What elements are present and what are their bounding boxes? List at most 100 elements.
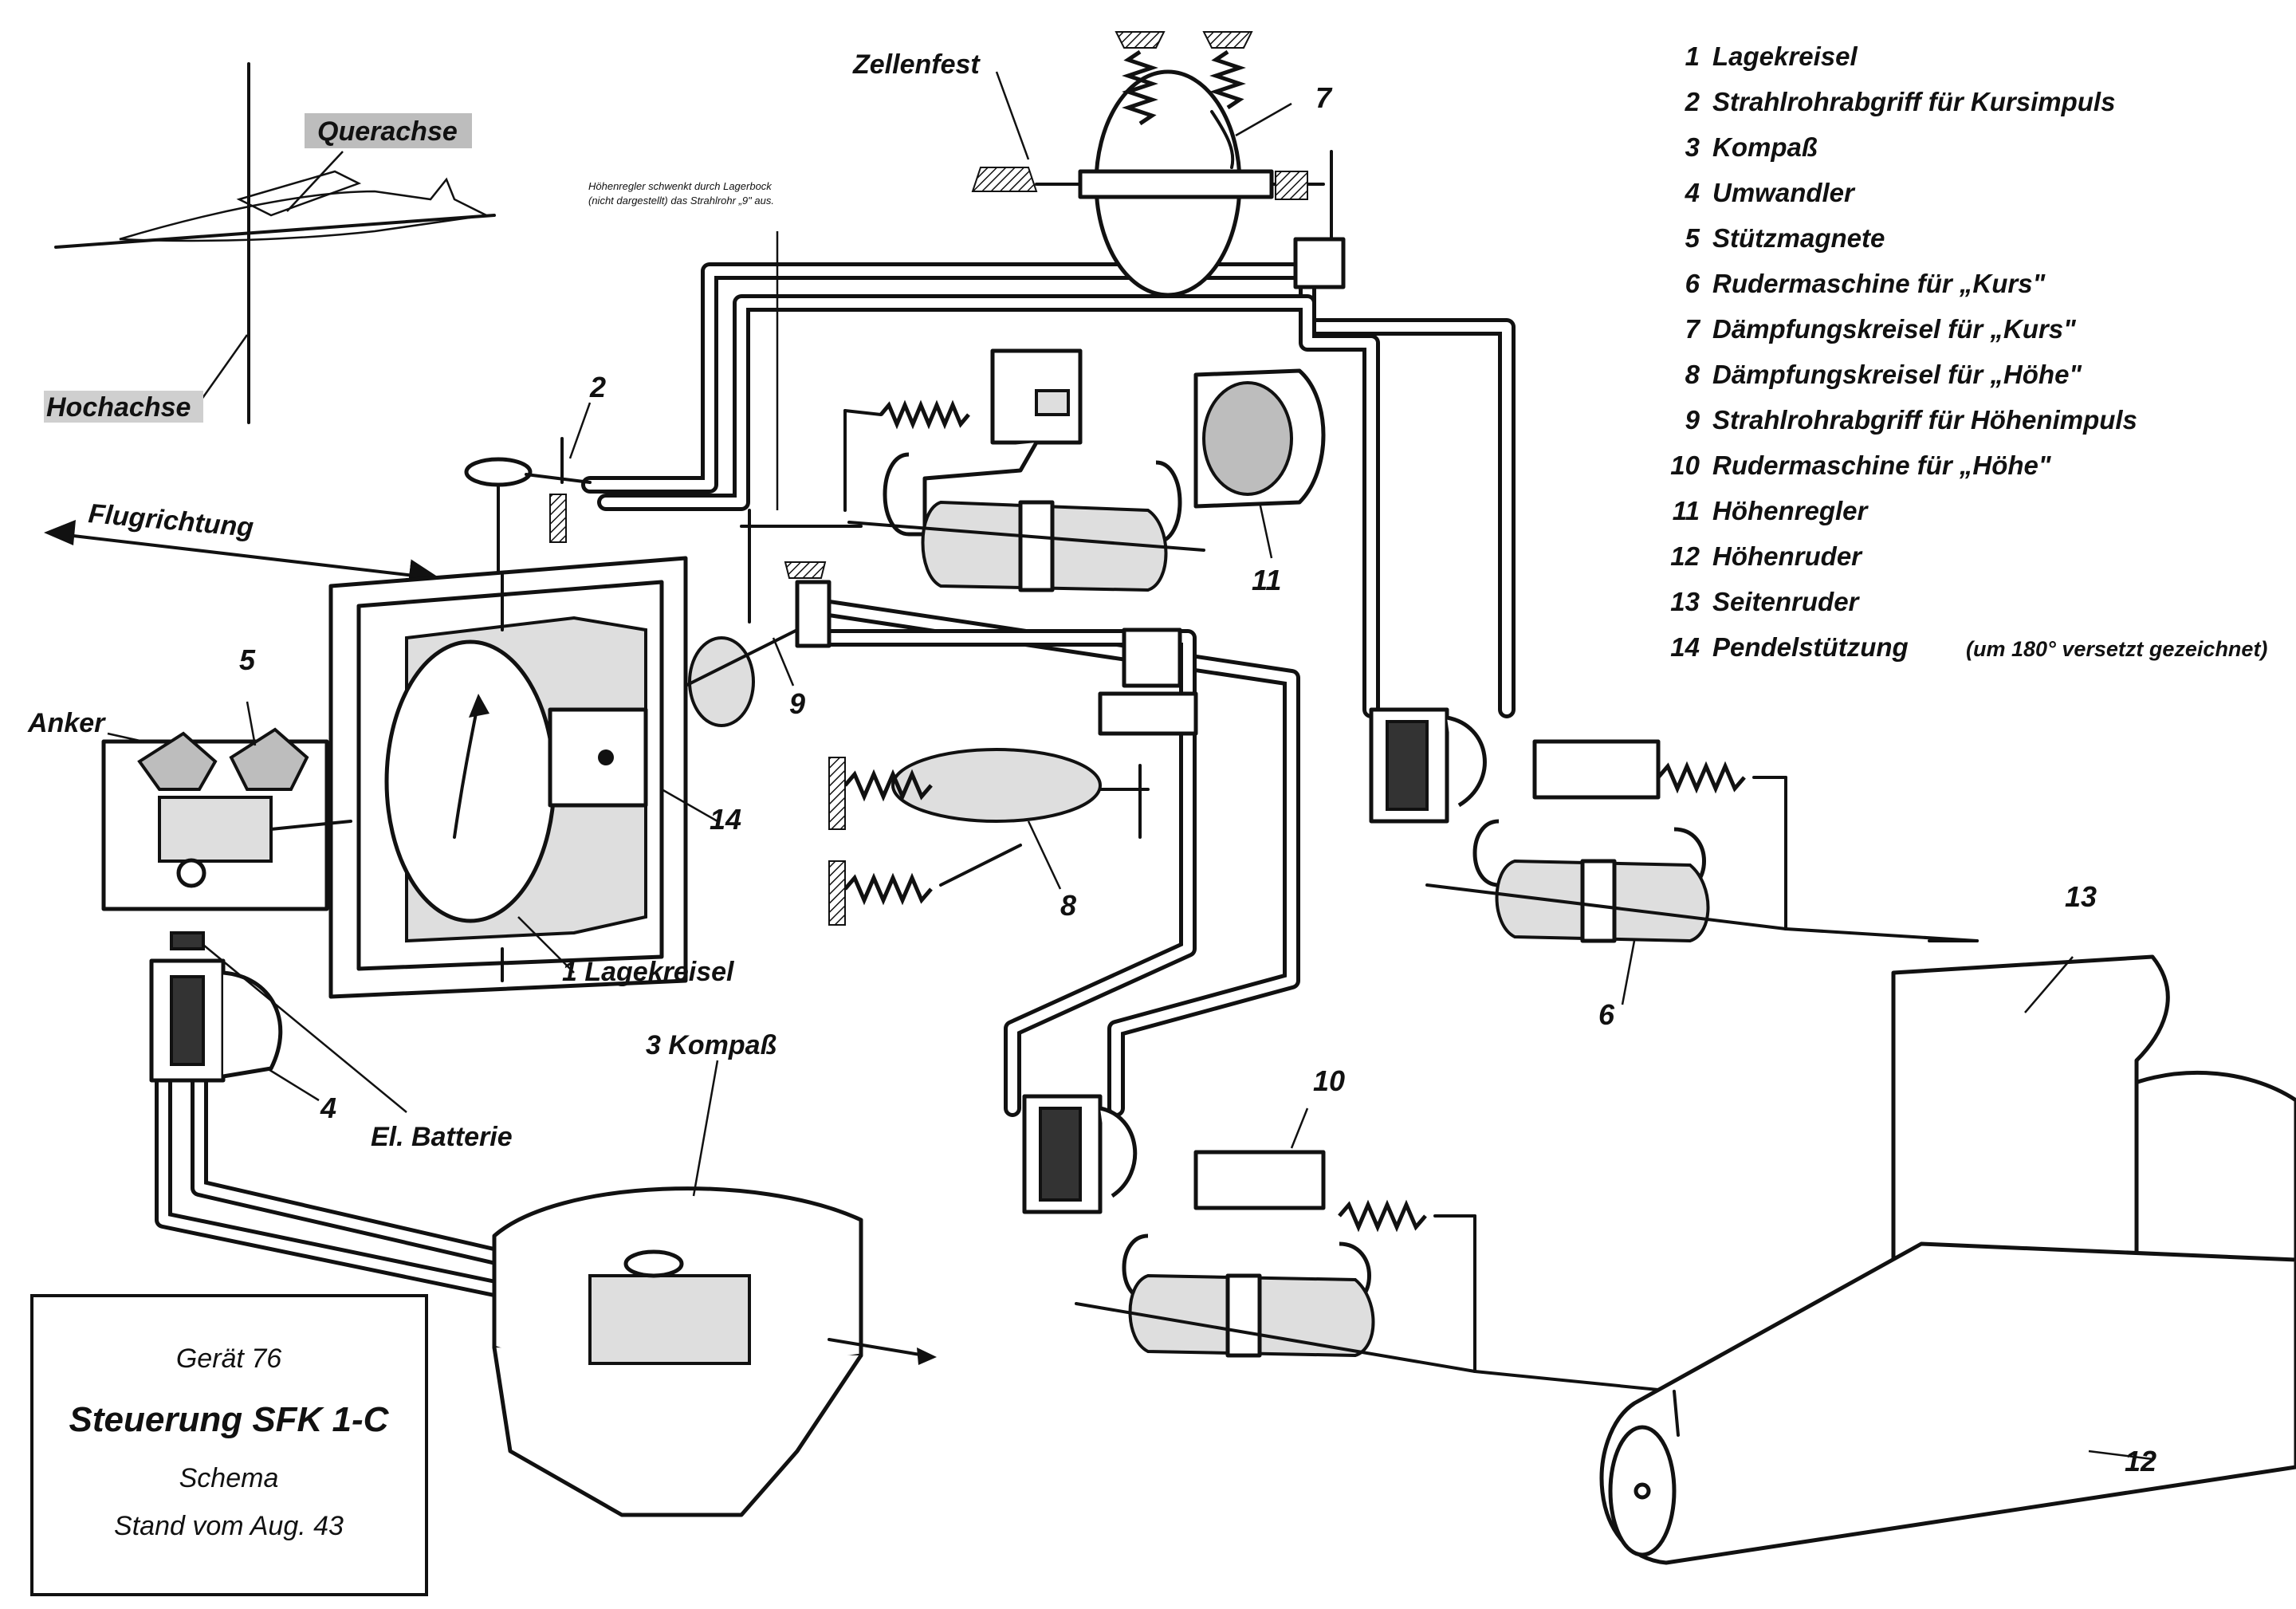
legend-number: 7 (1685, 314, 1701, 344)
servo-11-piston-rod (847, 521, 1205, 552)
callout-10: 10 (1313, 1064, 1345, 1097)
gyro-7-spring-b (1209, 49, 1246, 110)
servo-10-valve (1193, 1150, 1326, 1210)
elevator-12 (1599, 1241, 2296, 1565)
pickup-2-leader (568, 402, 592, 459)
querachse-pointer (286, 151, 344, 212)
magnet-coil (229, 727, 309, 791)
legend-number: 2 (1685, 87, 1700, 116)
legend-number: 4 (1685, 178, 1700, 207)
legend-text: Höhenruder (1712, 541, 1863, 571)
axes-inset: Querachse Hochachse (44, 62, 496, 424)
elevator-horn (1673, 1390, 1680, 1437)
servo-6-output-rod (1784, 927, 1979, 942)
servo-6-spring (1657, 761, 1746, 794)
flugrichtung-label: Flugrichtung (87, 498, 254, 543)
anker-label: Anker (27, 708, 106, 738)
anchor-leader (107, 732, 144, 743)
servo-6-converter-core (1386, 720, 1429, 811)
converter (149, 931, 407, 1113)
gyro-1-side-shaft (684, 620, 815, 687)
magnet-core (158, 796, 273, 863)
title-box-frame (30, 1294, 428, 1596)
legend-text: Rudermaschine für „Kurs" (1712, 269, 2046, 298)
gyro-8-spring-upper (843, 769, 933, 802)
gyro-1-leader (517, 916, 575, 974)
callout-4: 4 (320, 1092, 336, 1124)
course-rudder-servo (1369, 707, 1979, 1005)
zellenfest-label: Zellenfest (852, 49, 981, 80)
callout-6: 6 (1598, 998, 1615, 1031)
servo-11-spring-end (843, 409, 883, 416)
querachse-label: Querachse (317, 116, 458, 147)
title-line-3: Schema (179, 1463, 279, 1493)
legend-number: 3 (1685, 132, 1700, 162)
damping-gyro-height (828, 627, 1198, 926)
servo-6-valve (1532, 739, 1661, 800)
gyro-1-side-disc (688, 636, 755, 727)
gyro-8-pickup (1122, 627, 1182, 688)
servo-10-converter-housing (1099, 1106, 1138, 1198)
gyro-8-mount-upper (828, 757, 846, 830)
component-labels: Zellenfest Anker 1 Lagekreisel 3 Kompaß … (27, 49, 981, 1152)
pickup-2-arm (525, 473, 592, 484)
servo-10-converter-core (1039, 1107, 1082, 1202)
gyro-8-disc (891, 748, 1102, 823)
battery-leader (202, 944, 407, 1113)
legend-text: Rudermaschine für „Höhe" (1712, 450, 2051, 480)
regulator-11-leader (1258, 502, 1273, 559)
support-magnets (101, 701, 352, 911)
gyro-1-rotor (384, 639, 556, 923)
magnet-leader (246, 701, 257, 746)
kompass-label: 3 Kompaß (646, 1030, 776, 1060)
pendulum-support-14 (548, 707, 648, 808)
legend-text: Strahlrohrabgriff für Höhenimpuls (1712, 405, 2137, 435)
height-regulator-11-capsule (1202, 381, 1293, 496)
callout-13: 13 (2065, 880, 2097, 913)
callout-8: 8 (1060, 889, 1076, 922)
gyro-7-mount-b (1202, 31, 1253, 49)
legend-note: (um 180° versetzt gezeichnet) (1966, 637, 2267, 661)
elevator-leader (2088, 1450, 2153, 1461)
damping-gyro-course (971, 31, 1346, 297)
hochachse-label: Hochachse (46, 392, 191, 423)
callout-7: 7 (1315, 81, 1333, 114)
servo-6-piston-rod (1425, 883, 1787, 930)
callout-5: 5 (239, 643, 256, 676)
attitude-gyro (328, 556, 815, 999)
flight-direction: Flugrichtung (44, 498, 441, 592)
title-line-2: Steuerung SFK 1-C (69, 1400, 390, 1439)
legend-text: Seitenruder (1712, 587, 1861, 616)
servo-10-leader (1290, 1107, 1309, 1149)
gyro-8-link (939, 844, 1022, 887)
longitudinal-axis-line (54, 214, 496, 249)
gyro-7-frame (1078, 169, 1274, 199)
servo-6-converter-housing (1446, 715, 1487, 808)
legend-text: Stützmagnete (1712, 223, 1885, 253)
pickup-9-mount (784, 561, 827, 579)
servo-11-slide (1035, 389, 1070, 416)
lagekreisel-label: 1 Lagekreisel (562, 957, 735, 987)
legend-number: 8 (1685, 360, 1700, 389)
batterie-label: El. Batterie (371, 1122, 513, 1152)
magnet-rod (269, 820, 352, 831)
title-box: Gerät 76 Steuerung SFK 1-C Schema Stand … (30, 1294, 428, 1596)
flight-direction-arrow (58, 533, 441, 592)
legend-number: 5 (1685, 223, 1700, 253)
title-line-4: Stand vom Aug. 43 (114, 1511, 344, 1541)
querachse-highlight (305, 113, 472, 148)
converter-4-core (170, 975, 205, 1066)
servo-11-spring (879, 399, 970, 430)
servo-6-leader (1621, 940, 1636, 1005)
legend-number: 6 (1685, 269, 1700, 298)
callout-numbers: 2 4 5 6 7 8 9 10 11 12 13 14 (239, 81, 2156, 1477)
hochachse-pointer (198, 334, 249, 403)
gyro-7-leader (1235, 102, 1292, 137)
callout-11: 11 (1252, 564, 1281, 596)
compass-leader (692, 1060, 719, 1197)
legend-number: 13 (1670, 587, 1700, 616)
aircraft-wing (236, 170, 362, 217)
note-line-2: (nicht dargestellt) das Strahlrohr „9" a… (588, 195, 774, 207)
